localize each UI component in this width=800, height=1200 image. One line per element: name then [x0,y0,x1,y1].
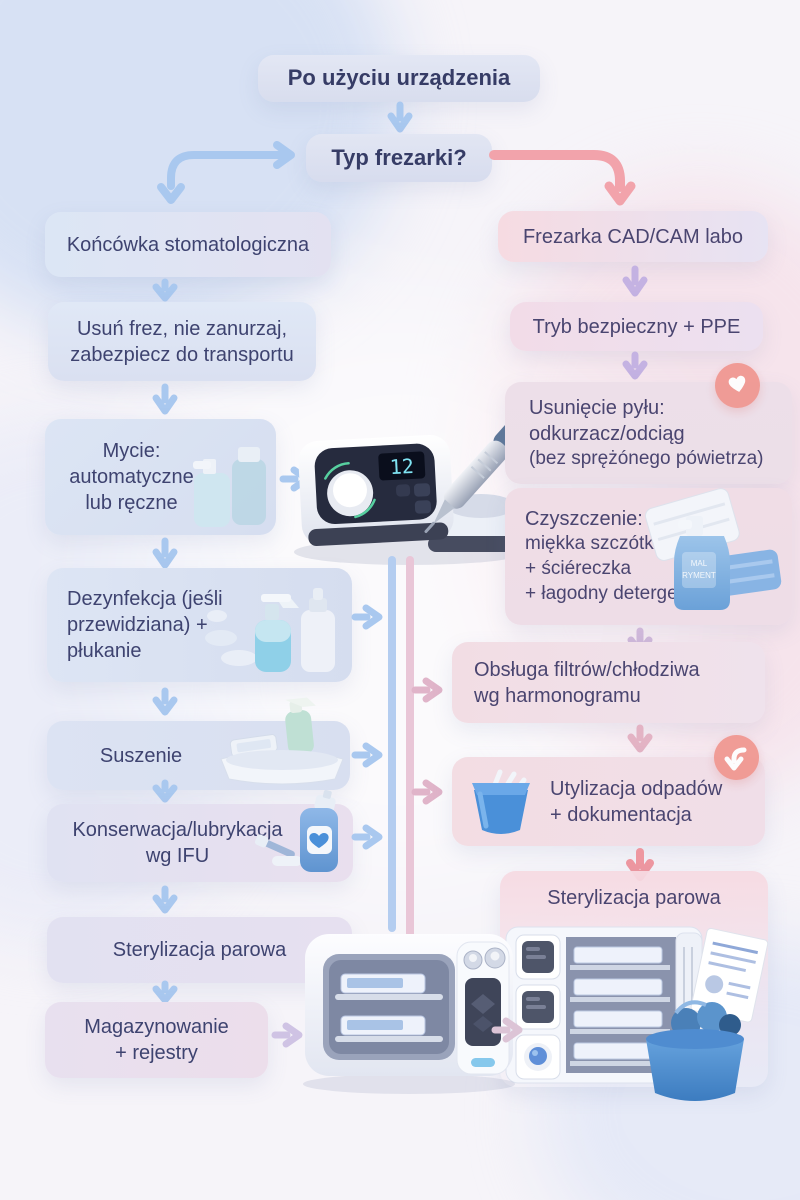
step-line: (bez sprężónego pówietrza) [529,447,764,469]
step-magazynowanie: Magazynowanie + rejestry [45,1002,268,1078]
step-utylizacja: Utylizacja odpadów + dokumentacja [452,757,765,846]
drying-tray-icon [220,697,344,785]
step-line: wg harmonogramu [474,684,641,707]
blue-bus-line [388,556,396,932]
branch-title-cadcam: Frezarka CAD/CAM labo [498,211,768,262]
step-line: + dokumentacja [550,803,692,826]
step-line: + rejestry [115,1042,198,1064]
step-obsluga-filtrow: Obsługa filtrów/chłodziwa wg harmonogram… [452,642,765,723]
svg-text:RYMENT: RYMENT [682,571,716,580]
step-line: + ściéreczka [525,558,632,580]
arrow-root-to-decision [387,101,413,136]
step-line: przewidziana) + [67,614,208,636]
arrow-right-icon [411,779,448,805]
sterilizer-cabinet-illustration [505,926,769,1101]
arrow-right-icon [351,604,388,630]
arrow-down-icon [622,265,648,300]
arrow-right-icon [411,677,448,703]
pink-bus-line [406,556,414,952]
root-step-box: Po użyciu urządzenia [258,55,540,102]
step-line: Konserwacja/lubrykacja [72,819,283,841]
step-dezynfekcja: Dezynfekcja (jeśli przewidziana) + płuka… [47,568,352,682]
arrow-down-icon [152,278,178,302]
step-konserwacja: Konserwacja/lubrykacja wg IFU [47,789,353,882]
step-line: Sterylizacja parowa [112,939,287,961]
step-sterylizacja-left: Sterylizacja parowa [47,917,352,983]
step-usun-frez: Usuń frez, nie zanurzaj, zabezpiecz do t… [48,302,316,381]
step-line: Mycie: [102,440,161,462]
step-usuniecie-pylu: Usunięcie pyłu: odkurzacz/odciąg (bez sp… [505,382,792,484]
root-step-label: Po użyciu urządzenia [287,65,511,91]
step-line: Obsługa filtrów/chłodziwa [474,658,700,681]
decision-label: Typ frezarki? [331,144,467,170]
step-line: wg IFU [145,845,210,867]
elbow-arrow-left-branch [148,140,306,214]
waste-bin-icon [472,769,530,834]
arrow-down-icon [152,687,178,718]
arrow-down-icon [622,351,648,382]
arrow-right-icon [351,824,388,850]
step-czyszczenie: Czyszczenie: miękka szczótka + ściéreczk… [505,488,792,625]
down-arrow-badge-icon [714,735,759,780]
step-line: płukanie [67,640,142,662]
step-line: odkurzacz/odciąg [529,422,685,445]
elbow-arrow-right-branch [489,141,644,215]
step-line: Usunięcie pyłu: [529,396,665,419]
svg-text:12: 12 [389,454,414,479]
arrow-down-icon [152,885,178,916]
soap-bottle-icon [193,447,266,527]
step-mycie: Mycie: automatyczne lub ręczne [45,419,276,535]
step-line: miękka szczótka [525,533,665,555]
arrow-down-icon [152,537,178,572]
branch-title-label: Frezarka CAD/CAM labo [522,225,744,248]
step-line: lub ręczne [85,492,178,514]
step-suszenie: Suszenie [47,697,350,790]
svg-text:MAL: MAL [691,559,708,568]
step-text-block: Konserwacja/lubrykacja wg IFU [72,817,282,869]
step-line: Tryb bezpieczny + PPE [532,315,741,338]
arrow-down-icon [152,383,178,418]
step-line: Usuń frez, nie zanurzaj, [76,317,288,340]
decision-box: Typ frezarki? [306,134,492,182]
heart-badge-icon [715,363,760,408]
branch-title-label: Końcówka stomatologiczna [66,233,310,256]
lubricant-bottle-icon [254,789,338,872]
step-line: zabezpiecz do transportu [70,343,294,366]
step-text-block: Mycie: automatyczne lub ręczne [69,438,194,516]
step-line: Magazynowanie [84,1016,229,1038]
step-line: Sterylizacja parowa [547,887,721,909]
step-line: + łagodny detergent [525,582,694,604]
arrow-down-icon [152,980,178,1004]
arrow-right-icon [271,1022,308,1048]
arrow-down-icon [627,724,653,755]
spray-bottle-icon [205,588,335,672]
step-line: automatyczne [69,466,194,488]
arrow-right-icon [491,1017,528,1043]
step-line: Czyszczenie: [525,508,643,531]
arrow-down-icon [152,779,178,803]
branch-title-dental-handpiece: Końcówka stomatologiczna [45,212,331,277]
step-line: Dezynfekcja (jeśli [67,588,223,610]
step-tryb-bezpieczny: Tryb bezpieczny + PPE [510,302,763,351]
step-line: Suszenie [99,744,183,767]
step-line: Utylizacja odpadów [550,777,723,800]
dental-micromotor-illustration: 12 [294,399,547,565]
autoclave-illustration [303,934,515,1094]
step-sterylizacja-right: Sterylizacja parowa [500,871,769,1101]
arrow-right-icon [351,742,388,768]
detergent-bottle-icon: MAL RYMENT [644,488,782,610]
